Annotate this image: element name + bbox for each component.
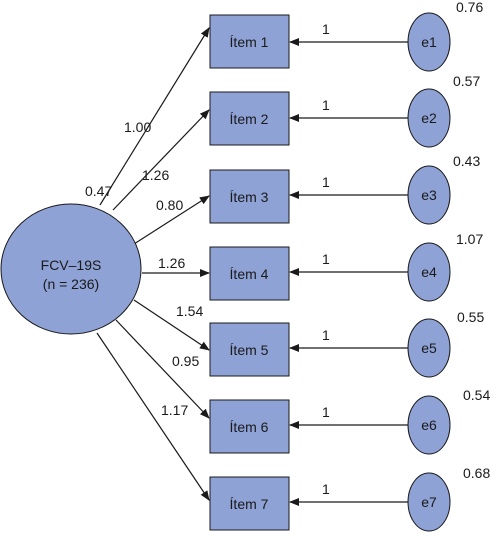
item-label-2: Ítem 2 [230,111,269,127]
error-node-3 [407,165,451,225]
fixed-label-1: 1 [322,21,330,37]
variance-label-2: 0.57 [453,73,480,89]
error-label-7: e7 [421,494,437,510]
variance-label-3: 0.43 [453,153,480,169]
item-label-3: Ítem 3 [230,189,269,205]
loading-labels: 0.47 1.00 1.26 0.80 1.26 1.54 0.95 1.17 [85,119,203,418]
item-box-6 [209,399,290,454]
arrow-factor-item6 [115,319,210,419]
arrow-factor-item5 [133,299,210,351]
variance-label-1: 0.76 [456,0,483,15]
variance-labels: 0.76 0.57 0.43 1.07 0.55 0.54 0.68 [453,0,490,481]
arrow-factor-item1 [99,27,210,206]
item-label-7: Ítem 7 [230,496,269,512]
variance-label-5: 0.55 [457,309,484,325]
error-nodes: e1 e2 e3 e4 e5 e6 e7 [407,12,451,532]
factor-sample: (n = 236) [43,276,99,292]
error-label-2: e2 [421,110,437,126]
loading-label-6: 0.95 [172,353,199,369]
error-label-3: e3 [421,187,437,203]
fixed-label-5: 1 [322,327,330,343]
variance-label-6: 0.54 [463,387,490,403]
arrow-factor-item7 [96,332,210,501]
error-label-6: e6 [421,417,437,433]
loading-label-1: 1.00 [124,119,151,135]
item-label-1: Ítem 1 [230,34,269,50]
variance-label-4: 1.07 [456,231,483,247]
error-node-1 [407,12,451,72]
loading-arrows [96,27,210,501]
item-boxes: Ítem 1 Ítem 2 Ítem 3 Ítem 4 Ítem 5 Ítem … [209,14,290,531]
error-node-5 [407,318,451,378]
loading-label-5: 1.54 [176,303,203,319]
error-label-5: e5 [421,340,437,356]
fixed-label-4: 1 [322,251,330,267]
arrow-factor-item3 [133,195,210,245]
item-box-2 [209,91,290,146]
error-node-4 [407,242,451,302]
extra-label: 0.47 [85,183,112,199]
error-node-2 [407,88,451,148]
factor-name: FCV–19S [41,257,102,273]
item-label-6: Ítem 6 [230,419,269,435]
item-box-5 [209,322,290,377]
fixed-label-7: 1 [322,481,330,497]
variance-label-7: 0.68 [463,465,490,481]
error-node-6 [407,395,451,455]
loading-label-4: 1.26 [158,255,185,271]
item-box-7 [209,476,290,531]
loading-label-7: 1.17 [161,402,188,418]
fixed-label-6: 1 [322,404,330,420]
error-node-7 [407,472,451,532]
loading-label-2: 1.26 [142,167,169,183]
error-label-1: e1 [421,34,437,50]
item-label-5: Ítem 5 [230,342,269,358]
fixed-label-2: 1 [322,97,330,113]
fixed-path-labels: 1 1 1 1 1 1 1 [322,21,330,497]
latent-factor: FCV–19S (n = 236) [0,203,142,335]
item-box-4 [209,246,290,301]
item-box-3 [209,169,290,224]
arrow-factor-item2 [112,109,210,211]
error-arrows [289,38,408,506]
item-box-1 [209,14,290,69]
item-label-4: Ítem 4 [230,266,269,282]
loading-label-3: 0.80 [156,197,183,213]
fixed-label-3: 1 [322,174,330,190]
factor-ellipse [0,203,142,335]
error-label-4: e4 [421,264,437,280]
